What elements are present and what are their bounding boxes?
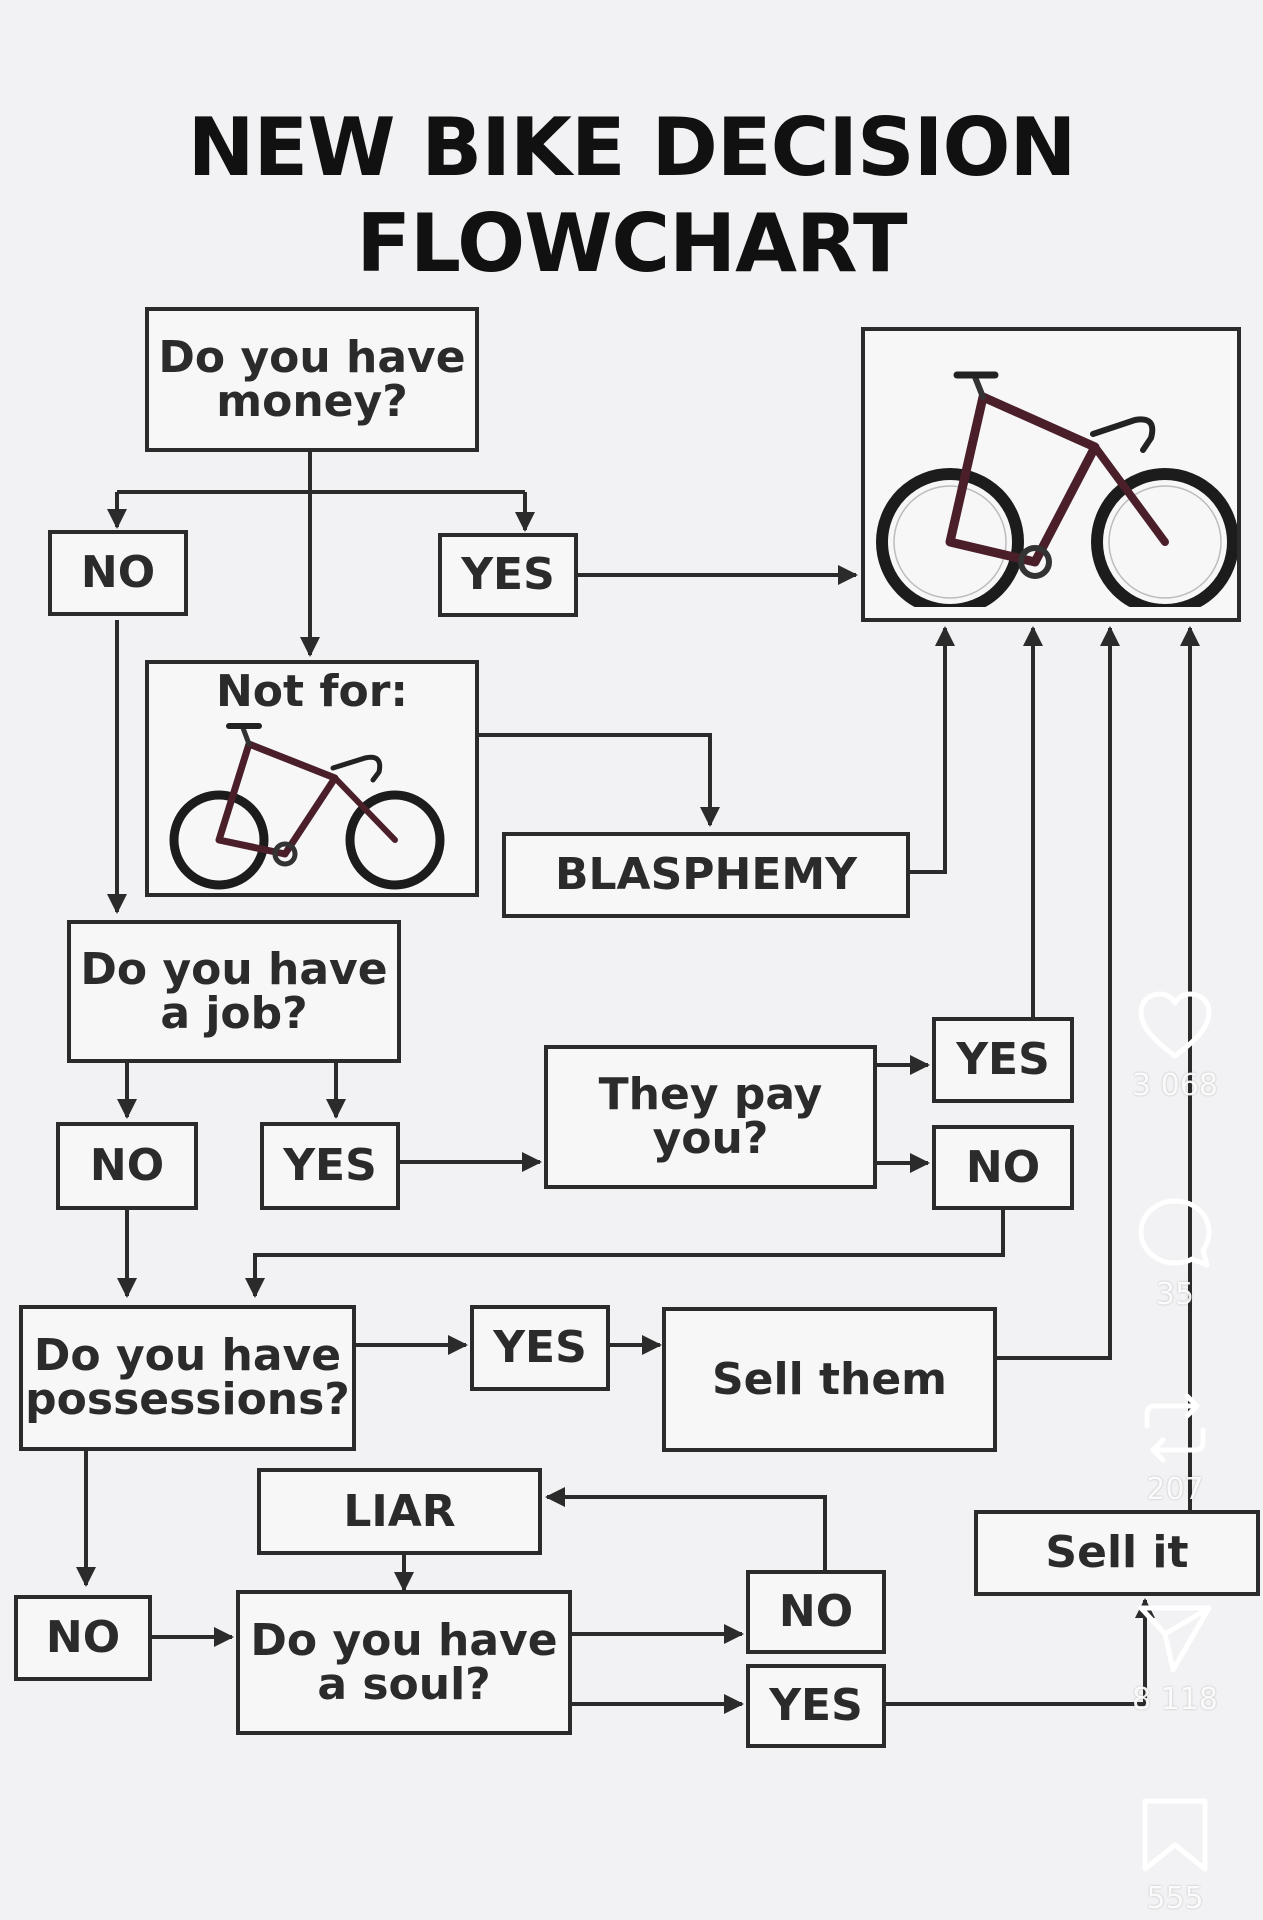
node-yes-they-pay: YES — [932, 1017, 1074, 1103]
node-no-money: NO — [48, 530, 188, 616]
save-count: 555 — [1146, 1881, 1204, 1916]
node-no-soul: NO — [746, 1570, 886, 1654]
node-not-for-label: Not for: — [215, 666, 409, 717]
node-they-pay-line2: you? — [652, 1113, 769, 1164]
save-action[interactable]: 555 — [1120, 1795, 1230, 1916]
send-icon[interactable] — [1135, 1600, 1215, 1676]
node-soul-line2: a soul? — [317, 1658, 491, 1710]
comment-action[interactable]: 35 — [1120, 1195, 1230, 1312]
comment-icon[interactable] — [1135, 1195, 1215, 1271]
comment-count: 35 — [1155, 1277, 1195, 1312]
road-bike-icon — [169, 723, 445, 890]
node-no-they-pay: NO — [932, 1125, 1074, 1210]
repost-action[interactable]: 207 — [1120, 1390, 1230, 1507]
node-no-possessions: NO — [14, 1595, 152, 1681]
node-they-pay-you: They pay you? — [544, 1045, 877, 1189]
node-liar: LIAR — [257, 1468, 542, 1555]
heart-icon[interactable] — [1135, 990, 1215, 1062]
like-count: 3 068 — [1132, 1068, 1218, 1103]
node-bike-goal — [861, 327, 1241, 622]
node-blasphemy: BLASPHEMY — [502, 832, 910, 918]
node-yes-possessions: YES — [470, 1305, 610, 1391]
node-job-line2: a job? — [160, 987, 308, 1039]
node-do-you-have-money: Do you have money? — [145, 307, 479, 452]
node-yes-money: YES — [438, 533, 578, 617]
node-possessions-line1: Do you have — [33, 1330, 342, 1381]
share-action[interactable]: 8 118 — [1120, 1600, 1230, 1717]
node-do-you-have-possessions: Do you have possessions? — [19, 1305, 356, 1451]
node-yes-job: YES — [260, 1122, 400, 1210]
node-soul-line1: Do you have — [250, 1614, 558, 1666]
node-money-line2: money? — [216, 375, 408, 427]
node-do-you-have-a-soul: Do you have a soul? — [236, 1590, 572, 1735]
repost-icon[interactable] — [1135, 1390, 1215, 1466]
like-action[interactable]: 3 068 — [1120, 990, 1230, 1103]
share-count: 8 118 — [1132, 1682, 1218, 1717]
node-not-for: Not for: — [145, 660, 479, 897]
node-do-you-have-a-job: Do you have a job? — [67, 920, 401, 1063]
node-they-pay-line1: They pay — [598, 1069, 823, 1120]
flowchart-title-line2: FLOWCHART — [356, 197, 907, 290]
node-sell-it: Sell it — [974, 1510, 1260, 1596]
bookmark-icon[interactable] — [1137, 1795, 1213, 1875]
repost-count: 207 — [1146, 1472, 1204, 1507]
road-bike-icon — [876, 371, 1237, 607]
node-money-line1: Do you have — [158, 331, 466, 383]
flowchart-title-line1: NEW BIKE DECISION — [187, 101, 1077, 194]
node-job-line1: Do you have — [80, 943, 388, 995]
node-no-job: NO — [56, 1122, 198, 1210]
node-yes-soul: YES — [746, 1664, 886, 1748]
node-possessions-line2: possessions? — [25, 1374, 350, 1425]
node-sell-them: Sell them — [662, 1307, 997, 1452]
